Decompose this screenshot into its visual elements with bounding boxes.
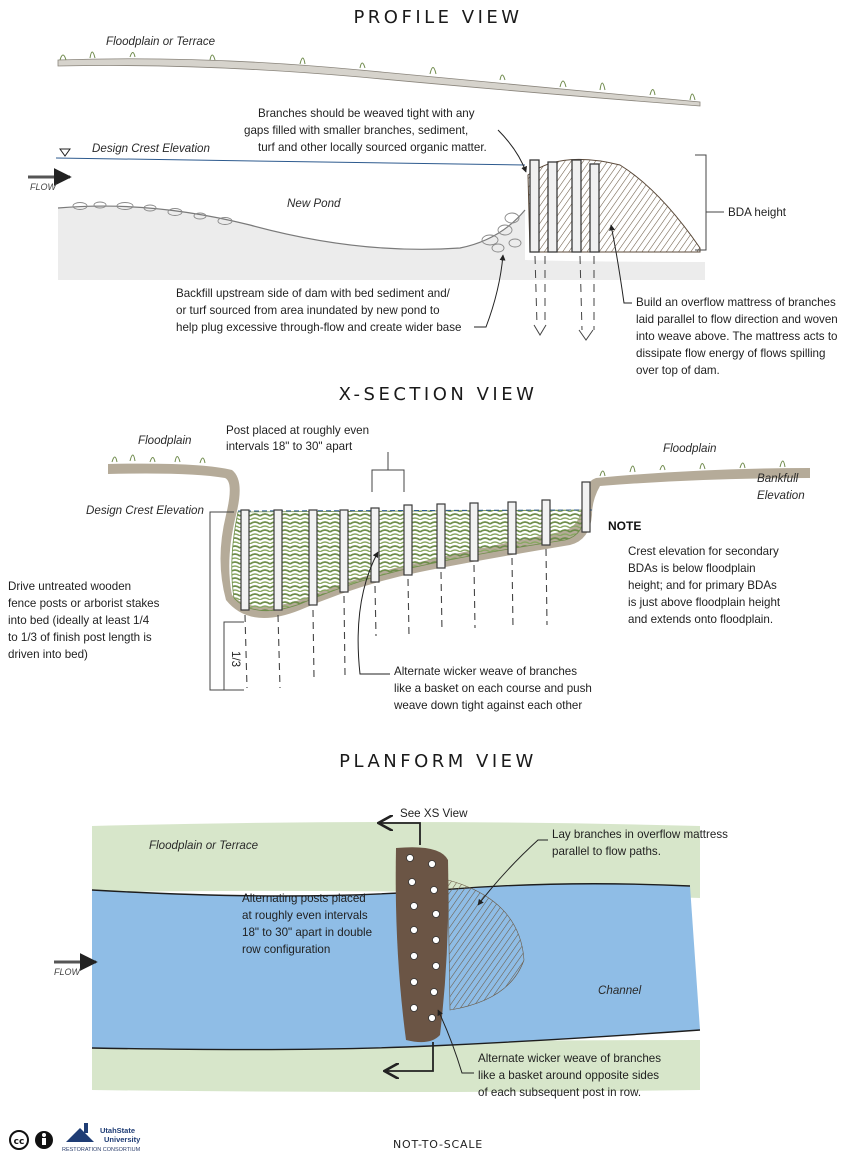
xsection-crest-label: Design Crest Elevation: [86, 504, 204, 517]
note-line: Alternate wicker weave of branches: [478, 1052, 661, 1065]
post: [542, 500, 550, 545]
note-heading: NOTE: [608, 519, 641, 533]
post: [582, 482, 590, 532]
profile-crest-label: Design Crest Elevation: [92, 142, 210, 155]
profile-floodplain: Floodplain or Terrace: [58, 35, 700, 106]
xsection-channel: [108, 455, 810, 618]
logo-line1: UtahState: [100, 1126, 135, 1135]
post: [437, 504, 445, 568]
profile-flow-arrow: FLOW: [28, 177, 70, 192]
note-line: parallel to flow paths.: [552, 845, 661, 858]
note-line: into weave above. The mattress acts to: [636, 330, 838, 343]
not-to-scale-label: NOT-TO-SCALE: [393, 1138, 483, 1151]
note-line: of each subsequent post in row.: [478, 1086, 641, 1099]
profile-pond-label: New Pond: [287, 197, 341, 210]
post: [470, 503, 478, 561]
profile-floodplain-label: Floodplain or Terrace: [106, 35, 216, 48]
usu-building-icon: [66, 1128, 94, 1142]
note-line: at roughly even intervals: [242, 909, 368, 922]
note-line: into bed (ideally at least 1/4: [8, 614, 150, 627]
note-line: dissipate flow energy of flows spilling: [636, 347, 825, 360]
xsection-view-title: X-SECTION VIEW: [339, 384, 538, 405]
note-line: gaps filled with smaller branches, sedim…: [244, 124, 468, 137]
note-line: is just above floodplain height: [628, 596, 781, 609]
post-tip-icon: [579, 330, 593, 340]
channel-water: [92, 884, 700, 1050]
note-line: Backfill upstream side of dam with bed s…: [176, 287, 451, 300]
post: [508, 502, 516, 554]
note-line: fence posts or arborist stakes: [8, 597, 160, 610]
note-line: Lay branches in overflow mattress: [552, 828, 728, 841]
post: [404, 505, 412, 575]
post: [309, 510, 317, 605]
xsection-post-note: Post placed at roughly even intervals 18…: [226, 424, 404, 492]
note-line: BDAs is below floodplain: [628, 562, 756, 575]
channel-label: Channel: [598, 984, 642, 997]
xsection-floodplain-right: Floodplain: [663, 442, 717, 455]
leader-arrow: [498, 130, 526, 172]
see-xs-label: See XS View: [400, 807, 468, 820]
creative-commons-icon: cc: [10, 1131, 53, 1149]
profile-flow-label: FLOW: [30, 182, 58, 192]
note-line: laid parallel to flow direction and wove…: [636, 313, 838, 326]
note-line: 18" to 30" apart in double: [242, 926, 372, 939]
water-level-triangle-icon: [60, 149, 70, 156]
xsection-view: X-SECTION VIEW: [8, 384, 810, 712]
cc-text: cc: [14, 1137, 25, 1147]
one-third-label: 1/3: [229, 651, 242, 667]
post: [340, 510, 348, 592]
profile-view-title: PROFILE VIEW: [353, 7, 522, 28]
note-line: Post placed at roughly even: [226, 424, 369, 437]
xsection-note-box: NOTE Crest elevation for secondary BDAs …: [608, 519, 781, 626]
post: [241, 510, 249, 610]
note-line: like a basket around opposite sides: [478, 1069, 659, 1082]
logo-line3: RESTORATION CONSORTIUM: [62, 1147, 141, 1153]
logo-line2: University: [104, 1135, 141, 1144]
note-line: intervals 18" to 30" apart: [226, 440, 353, 453]
post: [371, 508, 379, 582]
note-line: Branches should be weaved tight with any: [258, 107, 475, 120]
note-line: and extends onto floodplain.: [628, 613, 773, 626]
note-line: turf and other locally sourced organic m…: [258, 141, 487, 154]
note-line: Drive untreated wooden: [8, 580, 131, 593]
note-line: Build an overflow mattress of branches: [636, 296, 836, 309]
note-line: Alternate wicker weave of branches: [394, 665, 577, 678]
bda-height-bracket: BDA height: [695, 155, 787, 250]
profile-branches-note: Branches should be weaved tight with any…: [244, 107, 526, 172]
note-line: row configuration: [242, 943, 330, 956]
xsection-drive-note: Drive untreated wooden fence posts or ar…: [8, 512, 244, 690]
planform-floodplain-label: Floodplain or Terrace: [149, 839, 259, 852]
footer: cc UtahState University RESTORATION CONS…: [10, 1123, 483, 1153]
note-line: to 1/3 of finish post length is: [8, 631, 152, 644]
profile-view: PROFILE VIEW Floodplain or Terrace Desig…: [28, 7, 838, 377]
xsection-floodplain-left: Floodplain: [138, 434, 192, 447]
note-line: driven into bed): [8, 648, 88, 661]
bda-height-label: BDA height: [728, 206, 787, 219]
note-line: Crest elevation for secondary: [628, 545, 779, 558]
bankfull-label-line1: Bankfull: [757, 472, 799, 485]
planform-view-title: PLANFORM VIEW: [339, 751, 537, 772]
note-line: Alternating posts placed: [242, 892, 366, 905]
note-line: like a basket on each course and push: [394, 682, 592, 695]
post-tip-icon: [534, 325, 546, 335]
note-line: or turf sourced from area inundated by n…: [176, 304, 440, 317]
planform-view: PLANFORM VIEW See XS View: [54, 751, 728, 1099]
planform-flow-arrow: FLOW: [54, 962, 96, 977]
planform-flow-label: FLOW: [54, 967, 82, 977]
note-line: help plug excessive through-flow and cre…: [176, 321, 462, 334]
note-line: over top of dam.: [636, 364, 720, 377]
usu-logo: UtahState University RESTORATION CONSORT…: [62, 1123, 141, 1153]
note-line: height; and for primary BDAs: [628, 579, 777, 592]
post: [274, 510, 282, 610]
bankfull-label-line2: Elevation: [757, 489, 805, 502]
note-line: weave down tight against each other: [393, 699, 582, 712]
